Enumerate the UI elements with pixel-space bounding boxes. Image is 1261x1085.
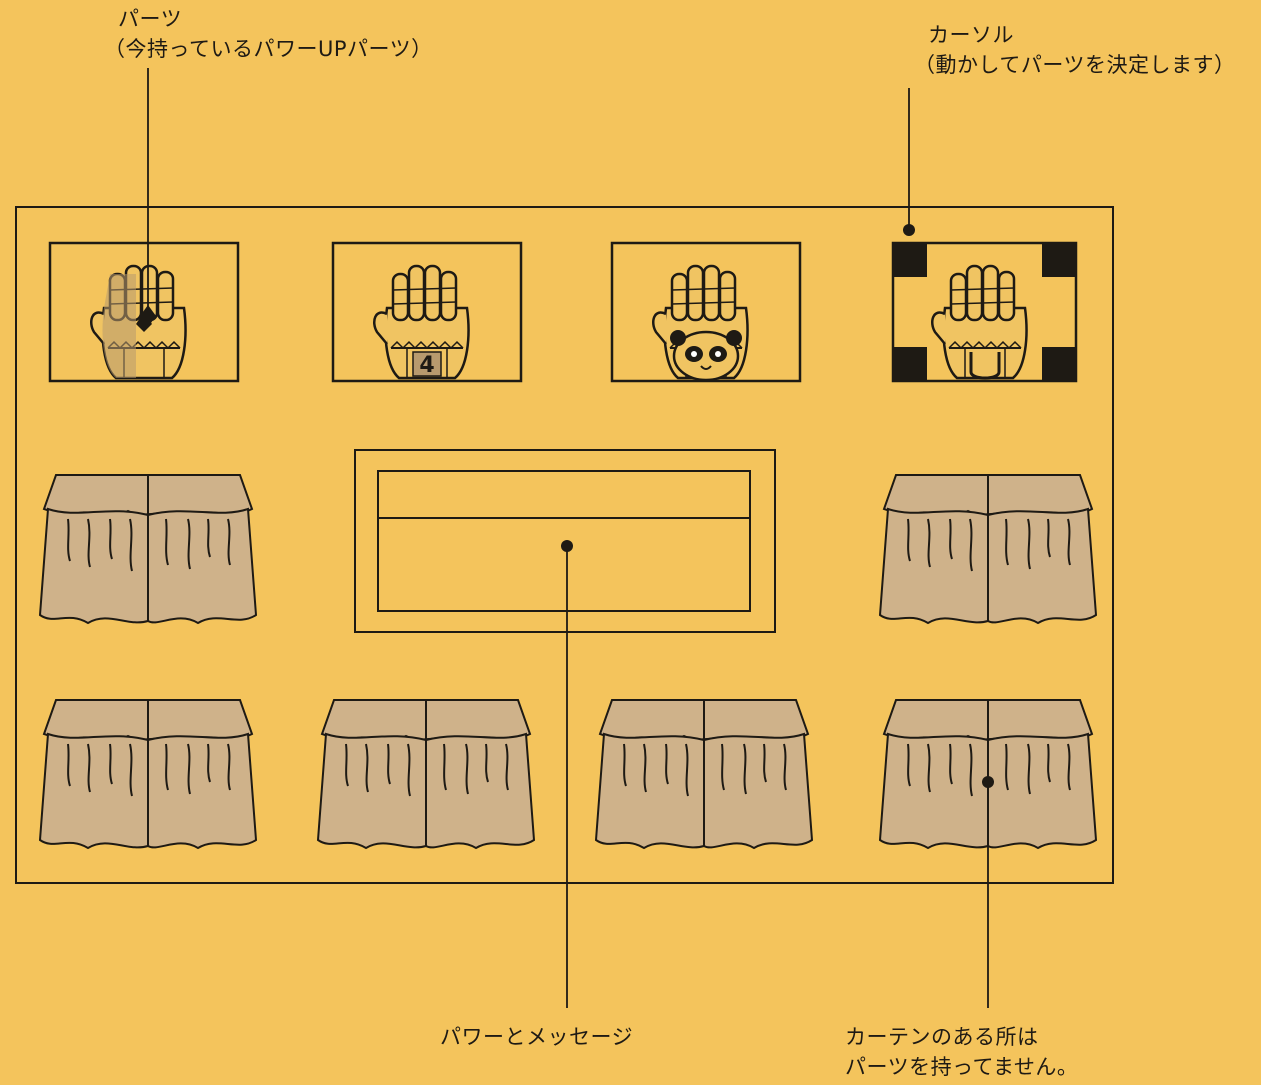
cursor-callout: カーソル （動かしてパーツを決定します）: [914, 20, 1235, 80]
curtain-icon: [879, 474, 1097, 624]
parts-row: 4: [48, 241, 1078, 383]
leader-dots: [140, 224, 994, 788]
glove-icon: 4: [372, 264, 470, 380]
screen-frame: [15, 206, 1114, 884]
panda-face-icon: [670, 330, 742, 382]
curtain-slot-bottom-2[interactable]: [317, 699, 535, 849]
message-callout: パワーとメッセージ: [440, 1022, 633, 1052]
parts-leader-dot: [140, 305, 156, 327]
parts-callout-desc: （今持っているパワーUPパーツ）: [104, 37, 433, 61]
part-slot-4[interactable]: [891, 241, 1078, 383]
emblem-u: [969, 352, 1001, 380]
message-leader-dot: [561, 540, 573, 552]
cursor-leader-dot: [903, 224, 915, 236]
curtain-callout-desc: パーツを持ってません。: [845, 1055, 1079, 1079]
part-slot-3[interactable]: [610, 241, 802, 383]
curtain-icon: [317, 699, 535, 849]
leader-lines: [147, 68, 989, 1008]
curtain-icon: [595, 699, 813, 849]
parts-callout: パーツ （今持っているパワーUPパーツ）: [104, 4, 433, 64]
message-callout-title: パワーとメッセージ: [440, 1025, 634, 1049]
curtain-callout-title: カーテンのある所は: [845, 1025, 1039, 1049]
emblem-4: 4: [419, 353, 434, 378]
glove-icon: [89, 264, 187, 380]
part-slot-2[interactable]: 4: [331, 241, 523, 383]
cursor-callout-desc: （動かしてパーツを決定します）: [914, 53, 1236, 77]
glove-icon: [651, 264, 749, 382]
parts-callout-title: パーツ: [118, 7, 183, 31]
cursor-callout-title: カーソル: [928, 23, 1014, 47]
curtain-slot-bottom-1[interactable]: [39, 699, 257, 849]
message-panel: [354, 449, 776, 633]
glove-icon: [930, 264, 1028, 380]
curtain-icon: [39, 699, 257, 849]
curtain-slot-middle-right[interactable]: [879, 474, 1097, 624]
curtain-callout: カーテンのある所は パーツを持ってません。: [845, 1022, 1078, 1082]
cursor-icon: [893, 243, 1076, 381]
curtain-slot-bottom-3[interactable]: [595, 699, 813, 849]
curtain-slot-middle-left[interactable]: [39, 474, 257, 624]
curtain-icon: [39, 474, 257, 624]
curtain-leader-dot: [982, 776, 994, 788]
